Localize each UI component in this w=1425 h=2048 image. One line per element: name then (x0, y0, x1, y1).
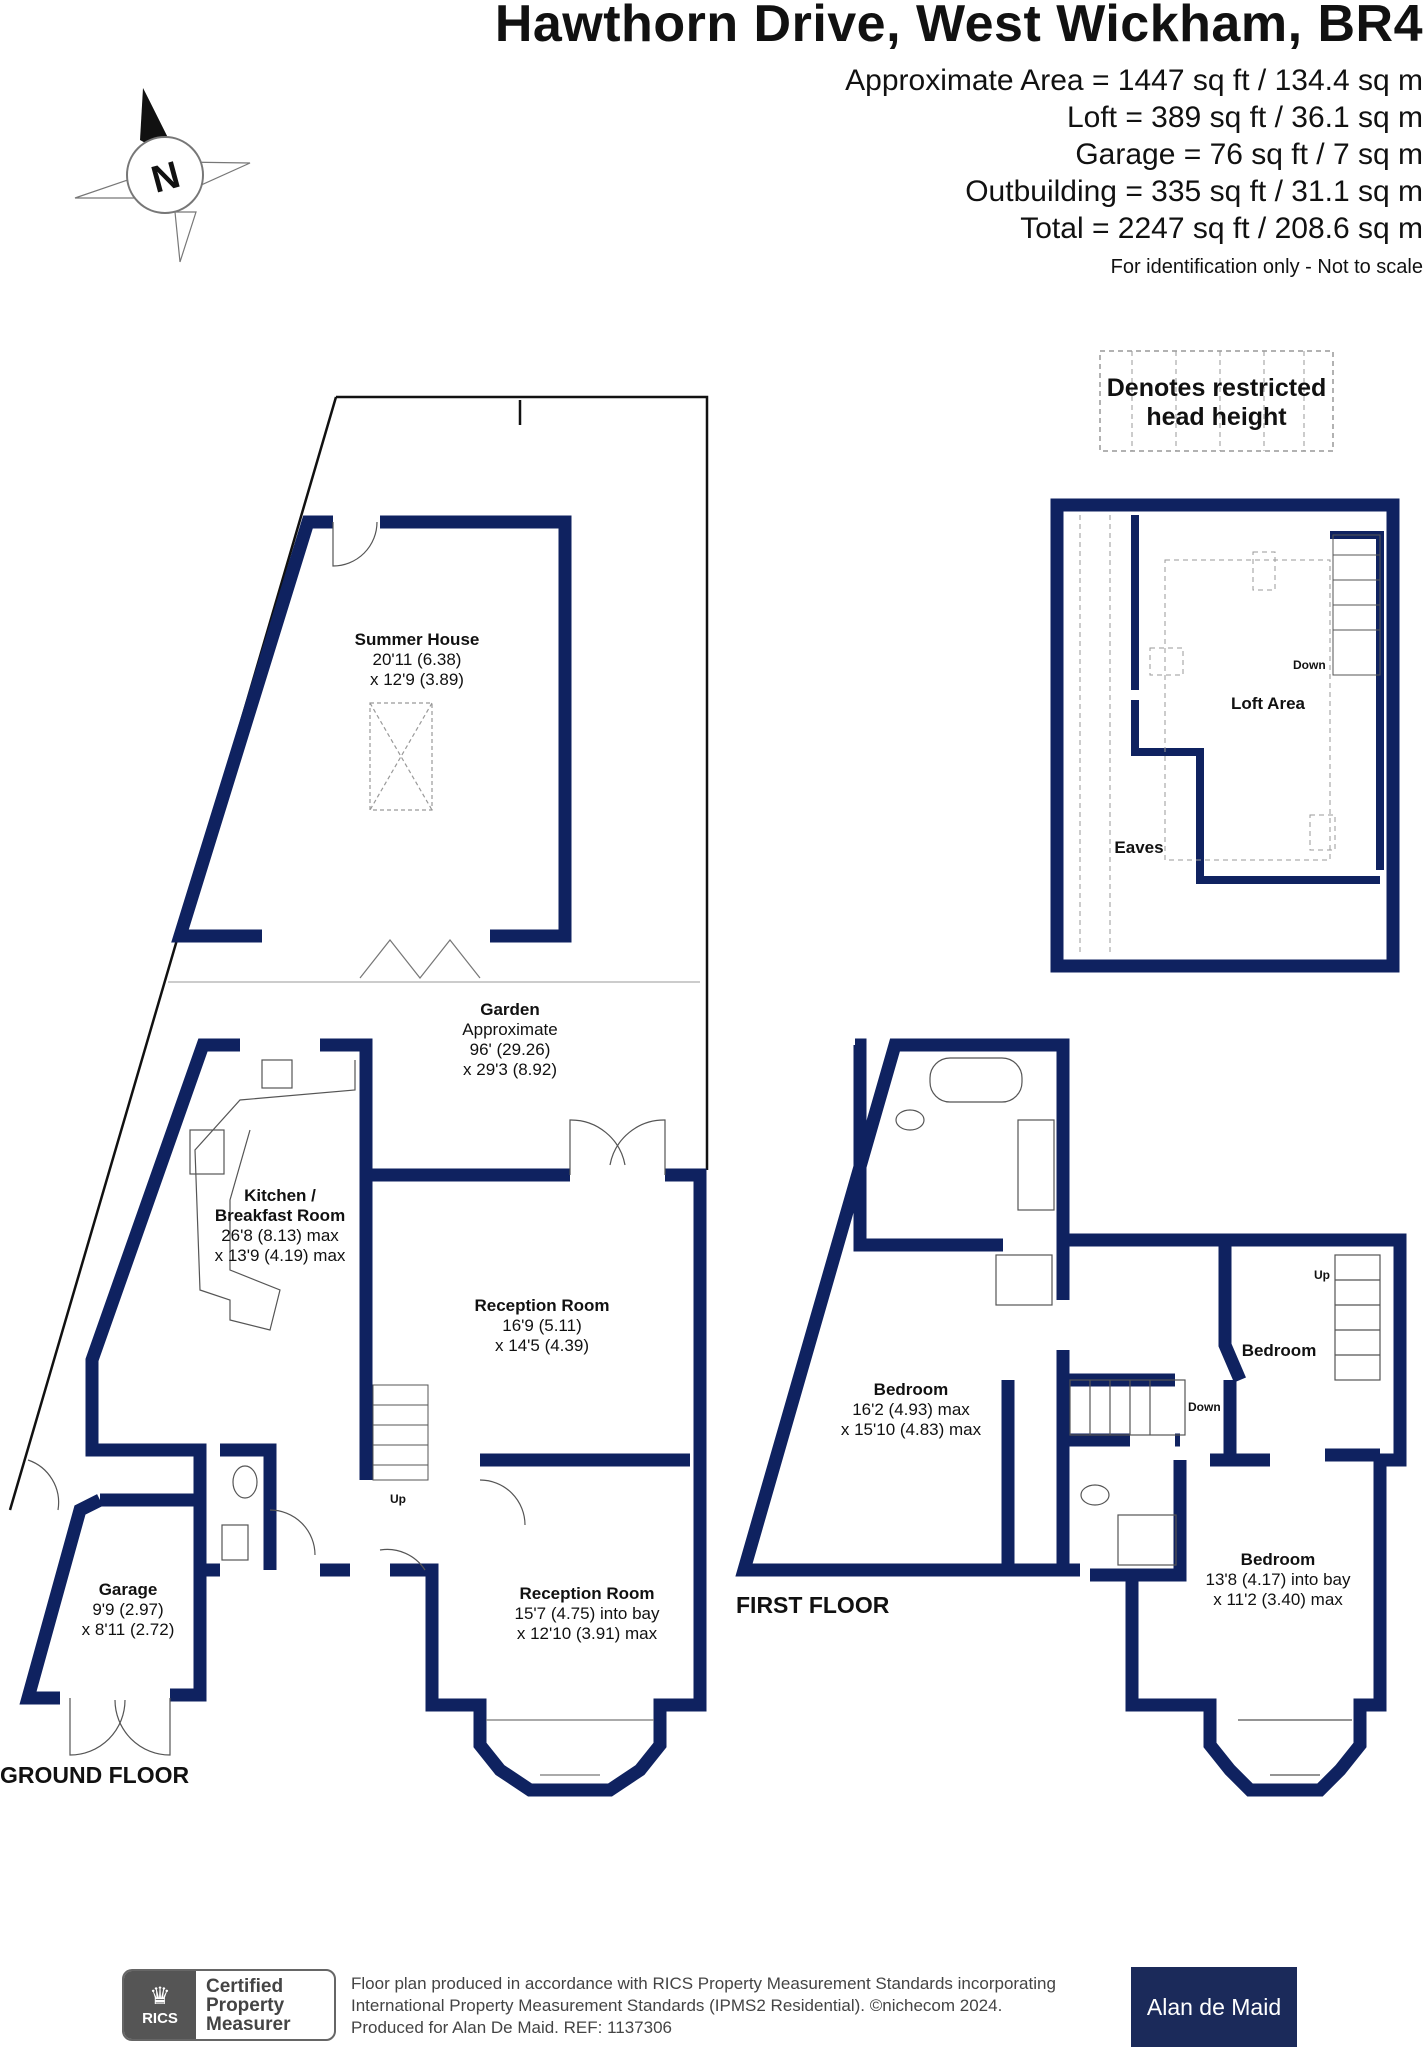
kitchen-dim1: 26'8 (8.13) max (221, 1226, 339, 1245)
skylight-icon (369, 702, 433, 811)
kitchen-dim2: x 13'9 (4.19) max (214, 1246, 346, 1265)
reception-1-dim2: x 14'5 (4.39) (495, 1336, 589, 1355)
summer-house-dim2: x 12'9 (3.89) (370, 670, 464, 689)
reception-room-1-label: Reception Room 16'9 (5.11) x 14'5 (4.39) (474, 1296, 609, 1356)
first-stairs-down-label: Down (1188, 1400, 1221, 1414)
compass-icon: N (74, 88, 251, 263)
area-outbuilding: Outbuilding = 335 sq ft / 31.1 sq m (965, 175, 1423, 208)
reception-1-dim1: 16'9 (5.11) (502, 1316, 582, 1335)
bedroom-3-label: Bedroom 13'8 (4.17) into bay x 11'2 (3.4… (1205, 1550, 1350, 1610)
footer-notice: Floor plan produced in accordance with R… (351, 1973, 1056, 2039)
area-garage: Garage = 76 sq ft / 7 sq m (1075, 138, 1423, 171)
footer-line-3: Produced for Alan De Maid. REF: 1137306 (351, 2018, 672, 2037)
summer-house-label: Summer House 20'11 (6.38) x 12'9 (3.89) (355, 630, 480, 690)
garage-name: Garage (98, 1580, 158, 1599)
eaves-name: Eaves (1114, 838, 1164, 857)
garden-dim0: Approximate (462, 1020, 558, 1039)
bedroom-3-dim1: 13'8 (4.17) into bay (1205, 1570, 1351, 1589)
disclaimer: For identification only - Not to scale (1110, 256, 1423, 278)
certified-text: Certified Property Measurer (196, 1977, 291, 2034)
area-approximate: Approximate Area = 1447 sq ft / 134.4 sq… (845, 64, 1423, 97)
bedroom-3-dim2: x 11'2 (3.40) max (1213, 1590, 1343, 1609)
first-stairs-up-label: Up (1314, 1268, 1330, 1282)
reception-1-name: Reception Room (474, 1296, 610, 1315)
agent-logo: Alan de Maid (1131, 1967, 1297, 2047)
garden-dim2: x 29'3 (8.92) (463, 1060, 557, 1079)
garage-dim1: 9'9 (2.97) (92, 1600, 164, 1619)
legend-line-1: Denotes restricted (1106, 374, 1327, 402)
reception-2-dim1: 15'7 (4.75) into bay (514, 1604, 660, 1623)
bedroom-2-label: Bedroom (1242, 1341, 1317, 1361)
garage-label: Garage 9'9 (2.97) x 8'11 (2.72) (82, 1580, 175, 1640)
cert-line-2: Property (206, 1994, 285, 2016)
kitchen-counter (189, 1059, 356, 1331)
garden-dim1: 96' (29.26) (469, 1040, 551, 1059)
bedroom-1-label: Bedroom 16'2 (4.93) max x 15'10 (4.83) m… (841, 1380, 981, 1440)
lion-icon: ♛ (149, 1982, 171, 2010)
kitchen-name-2: Breakfast Room (214, 1206, 346, 1225)
restricted-height-legend: Denotes restricted head height (1099, 374, 1334, 432)
garage-dim2: x 8'11 (2.72) (81, 1620, 175, 1639)
summer-house-walls (171, 515, 572, 943)
first-floor-fixtures (895, 1057, 1381, 1776)
door-swings (27, 521, 666, 1756)
toilet-icon (221, 1465, 258, 1561)
rics-certified-badge: ♛ RICS Certified Property Measurer (122, 1969, 336, 2041)
reception-2-dim2: x 12'10 (3.91) max (516, 1624, 658, 1643)
restricted-height-legend-swatch (1099, 350, 1334, 452)
bedroom-3-name: Bedroom (1240, 1550, 1316, 1569)
loft-stairs (1332, 534, 1381, 676)
legend-line-2: head height (1146, 403, 1287, 431)
reception-2-name: Reception Room (519, 1584, 655, 1603)
ground-stairs-up-label: Up (390, 1492, 406, 1506)
kitchen-label: Kitchen / Breakfast Room 26'8 (8.13) max… (215, 1186, 346, 1266)
bedroom-1-name: Bedroom (873, 1380, 949, 1399)
eaves-label: Eaves (1114, 838, 1163, 858)
ground-stairs (372, 1384, 429, 1481)
garden-name: Garden (480, 1000, 540, 1019)
ground-floor-label: GROUND FLOOR (0, 1762, 190, 1788)
loft-walls (1050, 498, 1400, 973)
bifold-doors (359, 939, 481, 979)
bedroom-2-name: Bedroom (1241, 1341, 1317, 1360)
bay-window (486, 1719, 654, 1776)
loft-stairs-down-label: Down (1293, 658, 1326, 672)
loft-area-name: Loft Area (1231, 694, 1305, 713)
loft-area-label: Loft Area (1231, 694, 1305, 714)
page-title: Hawthorn Drive, West Wickham, BR4 (494, 0, 1423, 53)
area-summary: Approximate Area = 1447 sq ft / 134.4 sq… (845, 62, 1423, 247)
loft-restricted-area (1079, 515, 1336, 955)
rics-logo: ♛ RICS (124, 1971, 196, 2039)
bedroom-1-dim1: 16'2 (4.93) max (852, 1400, 970, 1419)
area-total: Total = 2247 sq ft / 208.6 sq m (1020, 212, 1423, 245)
rics-mark: RICS (142, 2009, 178, 2027)
summer-house-dim1: 20'11 (6.38) (372, 650, 462, 669)
cert-line-1: Certified (206, 1975, 284, 1997)
garden-outline (8, 395, 709, 1511)
cert-line-3: Measurer (206, 2013, 291, 2035)
footer-line-1: Floor plan produced in accordance with R… (351, 1974, 1056, 1993)
area-loft: Loft = 389 sq ft / 36.1 sq m (1066, 101, 1423, 134)
reception-room-2-label: Reception Room 15'7 (4.75) into bay x 12… (514, 1584, 659, 1644)
ground-floor-walls (19, 1038, 707, 1797)
kitchen-name-1: Kitchen / (244, 1186, 316, 1205)
first-floor-label: FIRST FLOOR (736, 1592, 890, 1618)
garden-label: Garden Approximate 96' (29.26) x 29'3 (8… (462, 1000, 557, 1080)
footer-line-2: International Property Measurement Stand… (351, 1996, 1003, 2015)
bedroom-1-dim2: x 15'10 (4.83) max (840, 1420, 982, 1439)
summer-house-name: Summer House (354, 630, 480, 649)
